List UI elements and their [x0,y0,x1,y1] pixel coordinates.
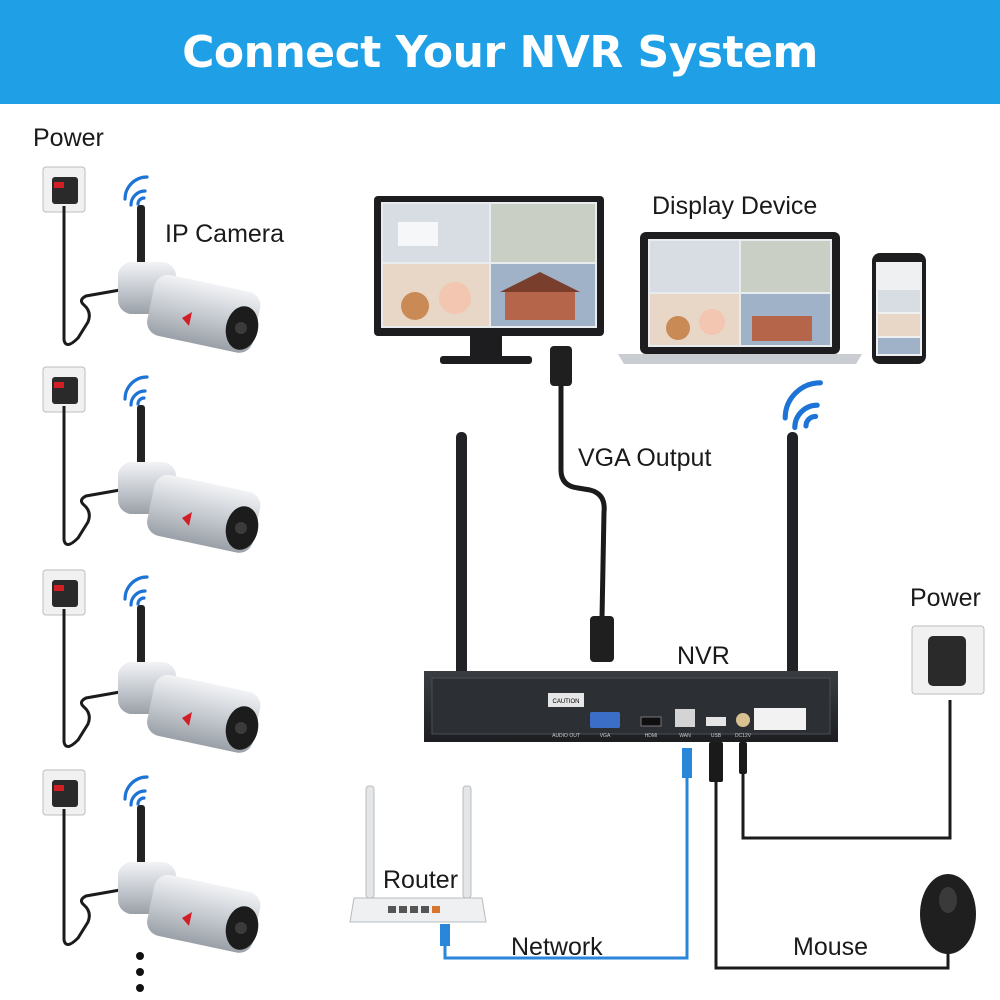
router-icon [349,785,487,923]
wifi-signal-icon [785,383,820,428]
wifi-signal-icon [123,775,149,807]
port-label-audio: AUDIO OUT [552,733,580,739]
network-cable [440,748,692,960]
camera-4-group [42,769,261,953]
power-adapter-icon [42,569,86,616]
ip-camera-label: IP Camera [165,220,285,248]
wifi-signal-icon [123,175,149,207]
power-adapter-icon [911,625,985,695]
wifi-signal-icon [123,375,149,407]
port-label-hdmi: HDMI [645,733,658,739]
nvr-label: NVR [677,642,730,670]
nvr-antenna-left [456,432,467,692]
more-cameras-ellipsis [136,952,144,992]
power-adapter-icon [42,166,86,213]
phone-icon [872,253,926,364]
ip-camera-icon [118,262,261,353]
ip-camera-icon [118,862,261,953]
vga-output-label: VGA Output [578,444,712,472]
router-label: Router [383,866,459,894]
port-label-vga: VGA [600,733,611,739]
caution-sticker: CAUTION [553,699,580,705]
nvr-antenna-right [787,432,798,692]
mouse-icon [920,874,976,954]
ip-camera-icon [118,462,261,553]
power-label-left: Power [33,124,104,152]
title-banner: Connect Your NVR System [0,0,1000,104]
port-label-dc: DC12V [735,733,752,739]
power-adapter-icon [42,366,86,413]
vga-cable [550,346,614,662]
port-label-usb: USB [711,733,722,739]
camera-2-group [42,366,261,553]
page-title: Connect Your NVR System [182,26,818,78]
camera-3-group [42,569,261,753]
mouse-label: Mouse [793,933,869,961]
camera-1-group [42,166,261,353]
nvr-device: CAUTION AUDIO OUT VGA HDMI WAN USB DC12V [424,432,838,742]
network-label: Network [511,933,603,961]
power-adapter-icon [42,769,86,816]
display-device-label: Display Device [652,192,818,220]
laptop-icon [618,232,862,364]
port-label-wan: WAN [679,733,691,739]
power-label-right: Power [910,584,981,612]
ip-camera-icon [118,662,261,753]
power-cable [739,700,952,840]
monitor-icon [374,196,604,364]
wifi-signal-icon [123,575,149,607]
mouse-cable [709,742,950,970]
connection-diagram: CAUTION AUDIO OUT VGA HDMI WAN USB DC12V [42,166,985,992]
